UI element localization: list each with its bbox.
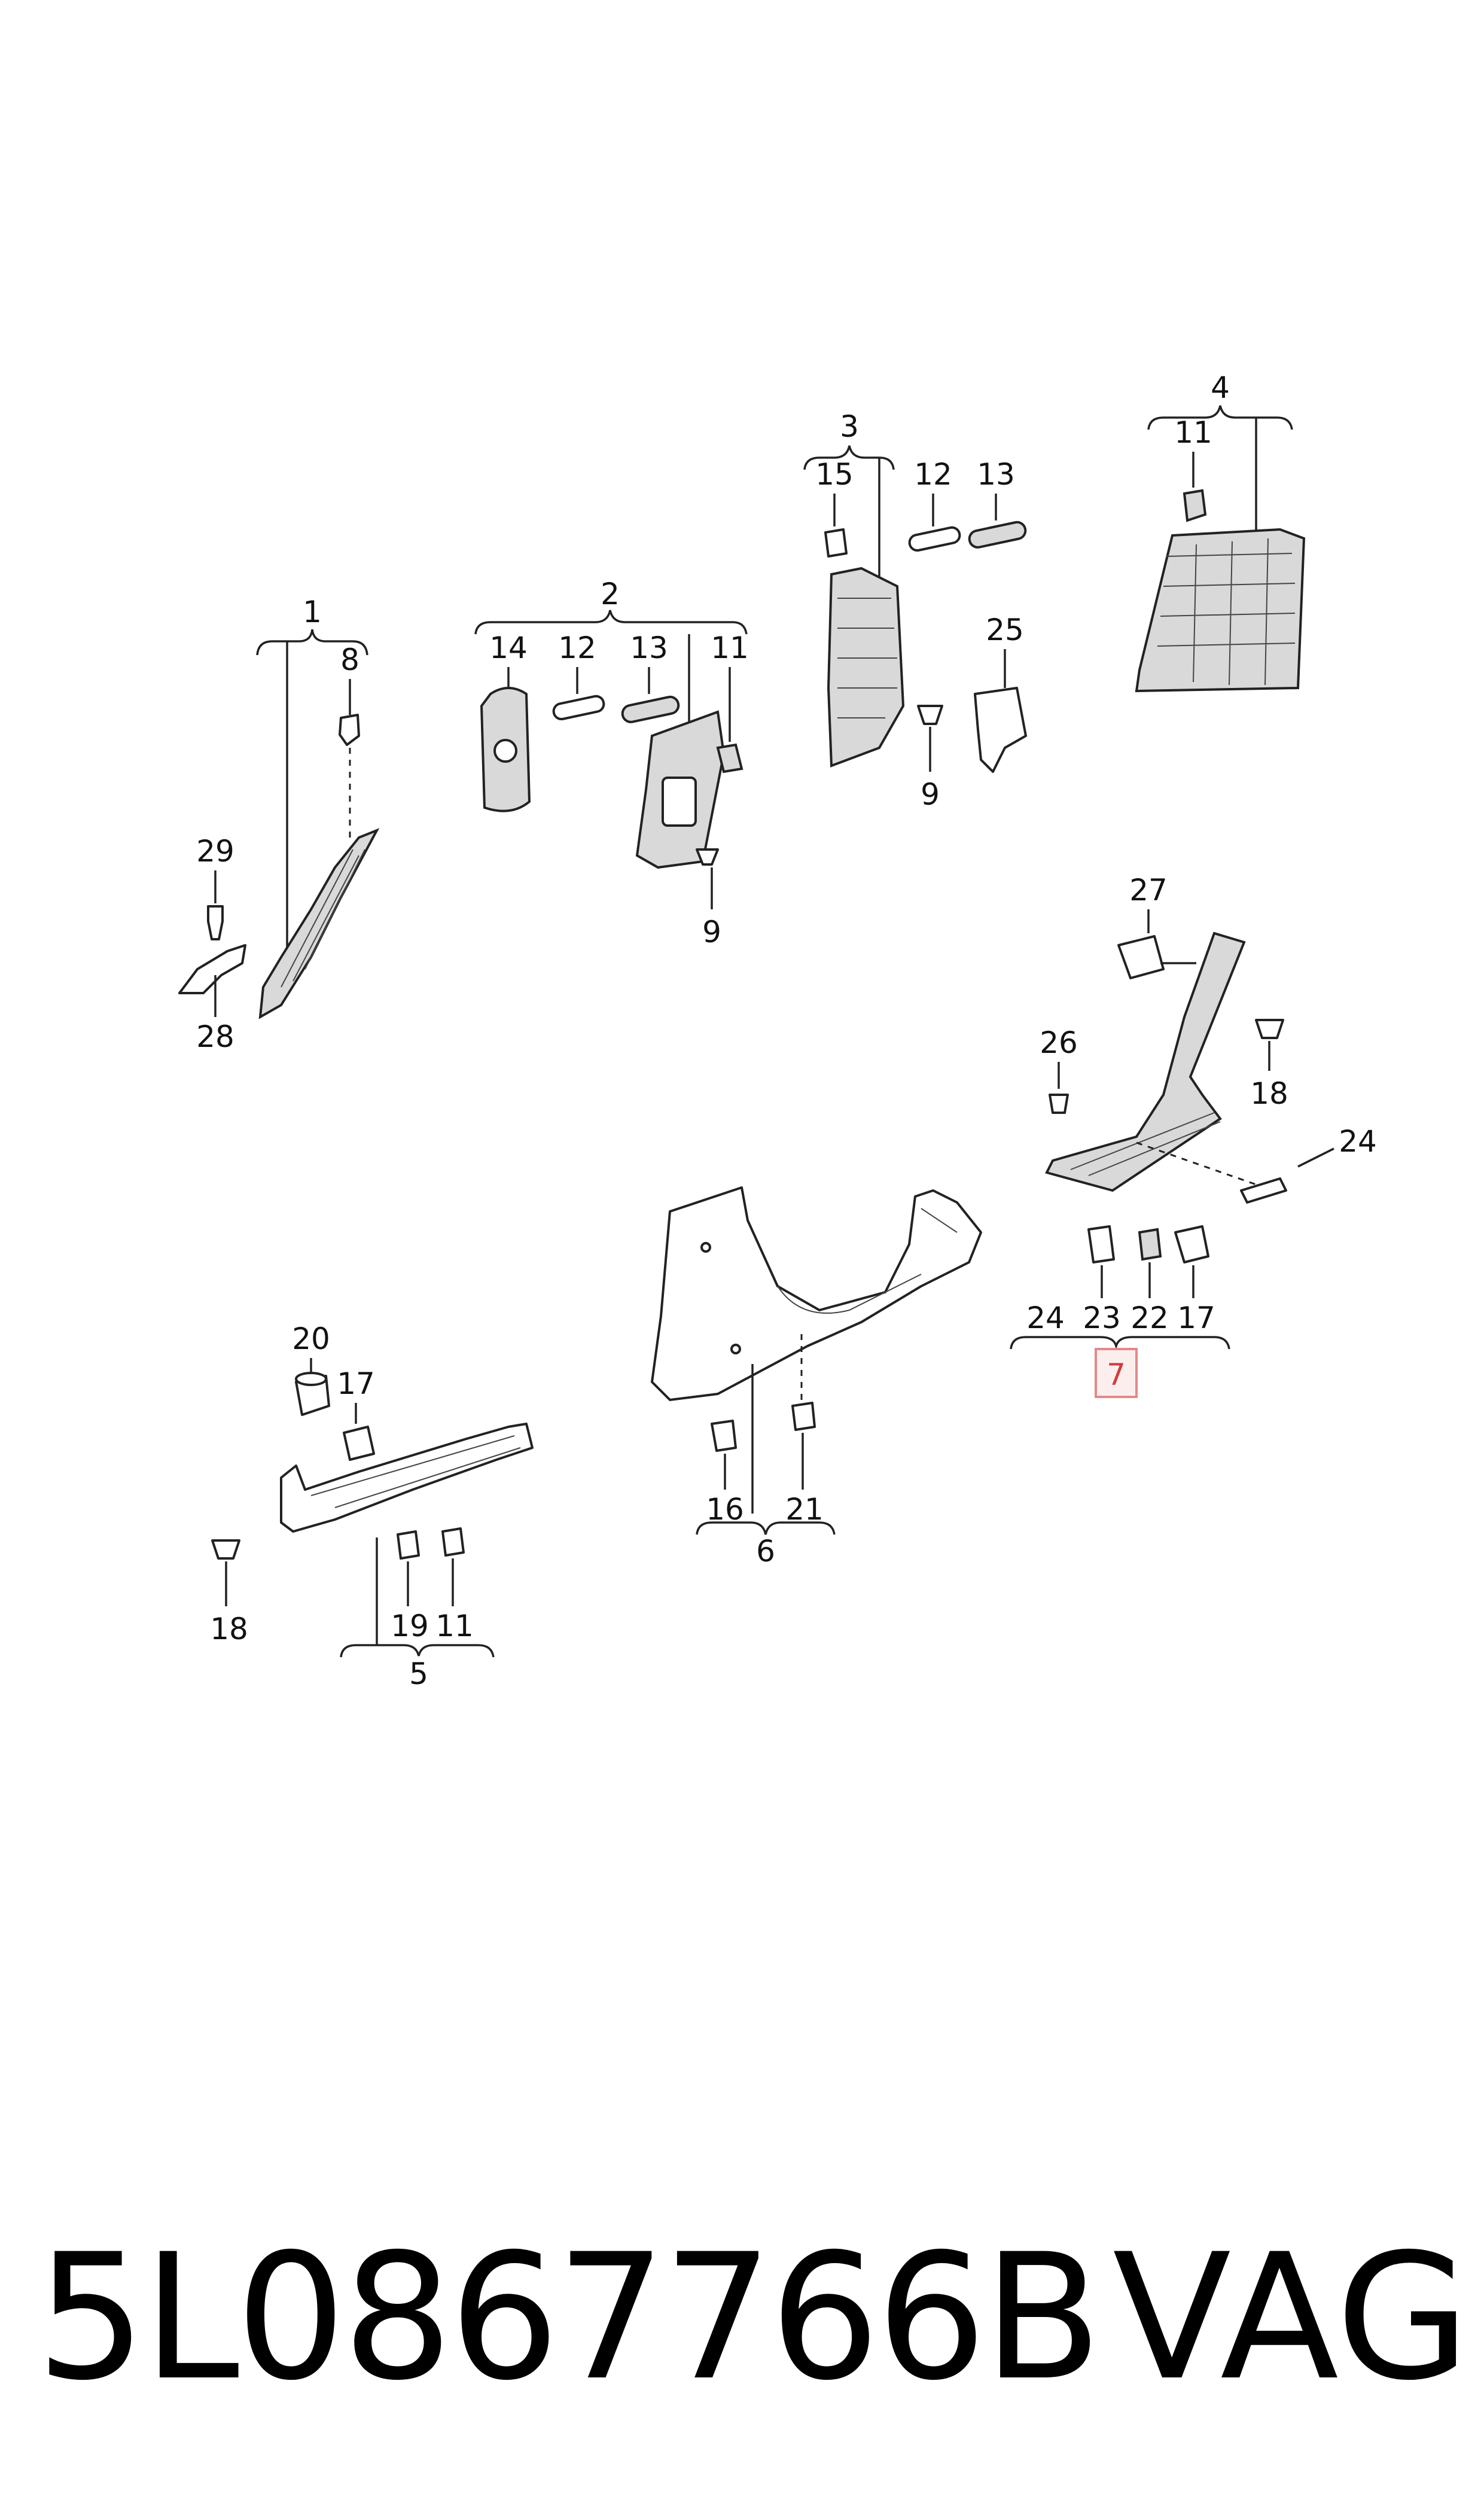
a-pillar-trim-panel [258, 828, 380, 1019]
clip-27 [1117, 935, 1165, 979]
callout-8: 8 [340, 643, 359, 677]
callout-26: 26 [1040, 1025, 1078, 1060]
clip-23 [1087, 1225, 1115, 1263]
callout-7[interactable]: 7 [1107, 1357, 1126, 1392]
callout-13a: 13 [630, 631, 668, 665]
callout-18a: 18 [210, 1612, 248, 1646]
clip-21 [791, 1402, 816, 1431]
callout-16: 16 [706, 1492, 744, 1527]
b-pillar-lower-trim [827, 567, 905, 768]
front-sill-trim-5 [280, 1423, 534, 1533]
callout-15: 15 [815, 457, 854, 492]
callout-1: 1 [303, 595, 322, 629]
callout-24a: 24 [1339, 1124, 1377, 1159]
clip-22 [1138, 1228, 1162, 1261]
callout-9a: 9 [702, 915, 721, 949]
clip-16 [711, 1420, 737, 1452]
group-2-b-pillar-upper: 2 14 12 13 11 9 [474, 577, 749, 949]
callout-11c: 11 [435, 1609, 474, 1643]
callout-2: 2 [601, 577, 620, 611]
callout-9b: 9 [921, 777, 940, 812]
callout-3: 3 [840, 409, 859, 444]
screw-18a [211, 1539, 240, 1560]
group-3-b-pillar: 3 15 12 13 25 9 [803, 409, 1027, 812]
cover-panel-4 [1135, 528, 1306, 693]
screw-29 [207, 905, 224, 940]
screw-18b [1255, 1019, 1284, 1039]
screw-9a [696, 848, 719, 866]
callout-23: 23 [1083, 1301, 1121, 1335]
callout-11b: 11 [1174, 415, 1212, 450]
callout-25: 25 [986, 613, 1024, 647]
clip-17b [1174, 1225, 1209, 1263]
callout-17a: 17 [337, 1366, 375, 1401]
callout-21: 21 [785, 1492, 824, 1527]
callout-27: 27 [1129, 873, 1168, 908]
callout-19: 19 [391, 1609, 429, 1643]
c-pillar-trim-7 [1045, 931, 1246, 1192]
callout-18b: 18 [1250, 1076, 1288, 1111]
callout-11a: 11 [711, 631, 749, 665]
strip-12a [552, 695, 605, 721]
bracket-25 [974, 687, 1027, 773]
screw-9b [917, 705, 943, 725]
group-5-front-sill-trim: 20 17 19 11 5 18 [210, 1322, 534, 1691]
callout-4: 4 [1211, 370, 1230, 405]
part-number: 5L0867766B [36, 2217, 1102, 2419]
callout-13b: 13 [977, 457, 1015, 492]
callout-14: 14 [489, 631, 528, 665]
group-7-c-pillar-trim: 27 18 26 24 24 23 22 17 7 [1010, 873, 1377, 1398]
callout-17b: 17 [1177, 1301, 1215, 1335]
airbag-badge-13a [621, 695, 680, 723]
strip-12b [908, 526, 961, 552]
clip-19 [397, 1530, 420, 1560]
callout-29: 29 [196, 834, 234, 869]
bracket-28 [178, 944, 246, 994]
callout-12b: 12 [914, 457, 952, 492]
clip-11b [1183, 489, 1207, 522]
clip-17a [343, 1426, 375, 1461]
clip-15 [824, 528, 848, 558]
brand-name: VAG [1113, 2217, 1470, 2419]
group-1-a-pillar-trim: 1 8 29 28 [178, 595, 380, 1054]
group-4-cover-panel: 4 11 [1135, 370, 1306, 693]
callout-24b: 24 [1026, 1301, 1065, 1335]
clip-11a [716, 743, 743, 774]
clip-11c [441, 1527, 465, 1557]
group-6-sill-pillar-trim: 16 21 6 [651, 1186, 982, 1569]
callout-12a: 12 [558, 631, 596, 665]
strip-24 [1240, 1177, 1287, 1204]
pin-26 [1049, 1094, 1069, 1114]
highlight-box-7[interactable] [1095, 1348, 1138, 1398]
callout-5: 5 [409, 1657, 428, 1691]
airbag-badge-13b [968, 520, 1027, 549]
callout-28: 28 [196, 1019, 234, 1054]
callout-6: 6 [756, 1534, 775, 1569]
callout-20: 20 [292, 1322, 330, 1356]
callout-22: 22 [1130, 1301, 1169, 1335]
clip-8 [339, 714, 360, 746]
pillar-sill-trim-6 [651, 1186, 982, 1401]
